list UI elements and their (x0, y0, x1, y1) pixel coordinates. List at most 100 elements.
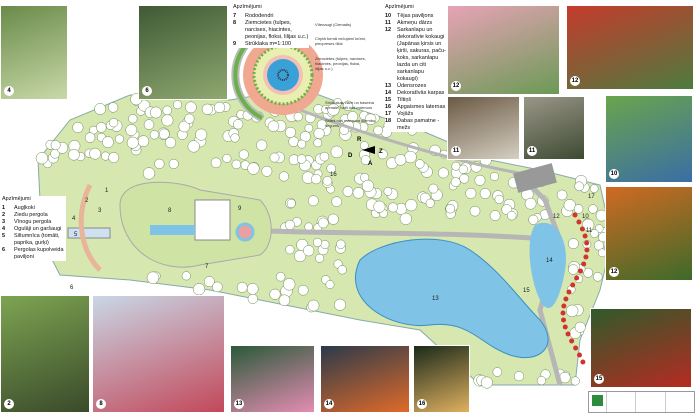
tree-canopy (567, 238, 579, 250)
tree-canopy (267, 120, 280, 132)
legend-label: Siltumnīca (tomāti, paprika, gurķi) (14, 233, 60, 246)
legend-number: 12 (385, 27, 392, 33)
main-path (249, 227, 561, 243)
tree-canopy (297, 284, 309, 296)
tree-canopy (149, 130, 160, 140)
tree-canopy (536, 376, 546, 386)
plan-number-16: 16 (330, 172, 337, 178)
tree-canopy (68, 148, 80, 161)
tree-canopy (387, 202, 398, 213)
legend-title: Apzīmējumi (233, 4, 262, 10)
fountain-label-shrubs: Cirptā formā večojami krūmi, piecpreses … (315, 36, 366, 46)
tree-canopy (513, 371, 525, 382)
compass-west: A (368, 161, 373, 167)
parking (513, 163, 557, 193)
tree-canopy (459, 173, 470, 184)
legend-label: Pergolas kupolveida paviljoni (14, 247, 64, 260)
tree-canopy (212, 281, 223, 293)
tree-canopy (236, 282, 248, 293)
legend-label: Tiltiņš (397, 97, 412, 103)
plan-number-labels: 1 2 3 4 5 6 7 8 9 10 11 12 13 14 15 16 1… (70, 172, 595, 302)
fountain-label-marble-vase: Strūklakas vāze un baseina apmale: balti… (325, 100, 374, 110)
tree-canopy (102, 136, 114, 148)
tree-canopy (330, 145, 344, 159)
legend-number: 9 (233, 41, 237, 47)
tree-canopy (143, 119, 155, 130)
tree-canopy (303, 245, 315, 257)
photo-number-badge: 13 (234, 399, 244, 409)
tree-canopy (275, 271, 286, 282)
tree-canopy (342, 186, 354, 197)
tree-canopy (528, 214, 539, 225)
tree-canopy (108, 152, 120, 164)
tree-canopy (114, 134, 124, 144)
plan-number-3: 3 (98, 208, 102, 214)
tree-canopy (574, 181, 585, 192)
reference-photo: 14 (320, 345, 410, 413)
tree-canopy (213, 101, 226, 114)
legend-label: Akmeņu dārzs (397, 20, 433, 26)
red-leaf-tree (570, 282, 576, 288)
tree-canopy (336, 239, 346, 249)
photo-number-badge: 10 (609, 169, 619, 179)
reference-photo: 11 (523, 96, 585, 160)
tree-canopy (352, 187, 365, 199)
tree-canopy (327, 103, 340, 116)
tree-canopy (304, 123, 314, 133)
reference-photo: 6 (138, 5, 228, 100)
plan-number-10: 10 (582, 214, 589, 220)
photo-number-badge: 11 (527, 146, 537, 156)
tree-canopy (307, 299, 320, 312)
red-leaf-tree (577, 268, 583, 274)
compass: R Z D A (348, 137, 383, 167)
tree-canopy (261, 165, 273, 177)
legend-number: 3 (2, 219, 6, 225)
tree-canopy (72, 121, 84, 134)
legend-number: 4 (2, 226, 6, 232)
tree-canopy (360, 155, 371, 165)
north-path (299, 108, 531, 177)
legend-number: 18 (385, 118, 392, 124)
plan-number-1: 1 (105, 188, 109, 194)
photo-number-badge: 11 (451, 146, 461, 156)
legend-label: Apgaismes laternas (397, 104, 446, 110)
reference-photo: 4 (0, 5, 68, 100)
legend-number: 6 (2, 247, 6, 253)
tree-canopy (465, 187, 477, 199)
tree-canopy (126, 136, 139, 149)
title-block-cell (606, 392, 635, 412)
legend-label: Ūdensrozes (397, 83, 427, 89)
reference-photo: 16 (413, 345, 470, 413)
reference-photo: 11 (447, 96, 520, 160)
tree-canopy (222, 153, 232, 163)
plan-number-13: 13 (432, 296, 439, 302)
red-leaf-tree (561, 303, 567, 309)
tree-canopy (524, 197, 537, 210)
tree-canopy (185, 101, 197, 114)
tree-canopy (479, 188, 491, 199)
tree-canopy (297, 139, 307, 149)
tree-canopy (158, 128, 170, 140)
red-leaf-tree (560, 310, 566, 316)
tree-canopy (428, 183, 439, 194)
tree-canopy (172, 100, 182, 110)
legend-label: Strūklaka m=1:100 (245, 41, 292, 47)
plan-number-9: 9 (238, 206, 242, 212)
red-leaf-tree (565, 331, 571, 337)
legend-label: Rododendri (245, 13, 274, 19)
tree-canopy (269, 288, 281, 300)
tree-canopy (50, 140, 61, 150)
photo-number-badge: 12 (609, 267, 619, 277)
plan-number-8: 8 (168, 208, 172, 214)
tree-canopy (284, 126, 296, 138)
tree-canopy (556, 189, 568, 201)
tree-canopy (203, 276, 215, 288)
tree-canopy (201, 103, 213, 115)
tree-canopy (327, 213, 339, 225)
tree-canopy (247, 162, 260, 175)
photo-number-badge: 12 (451, 81, 461, 91)
red-leaf-tree (573, 345, 579, 351)
legend-label: Dabas pamatne - mežs (397, 118, 440, 131)
